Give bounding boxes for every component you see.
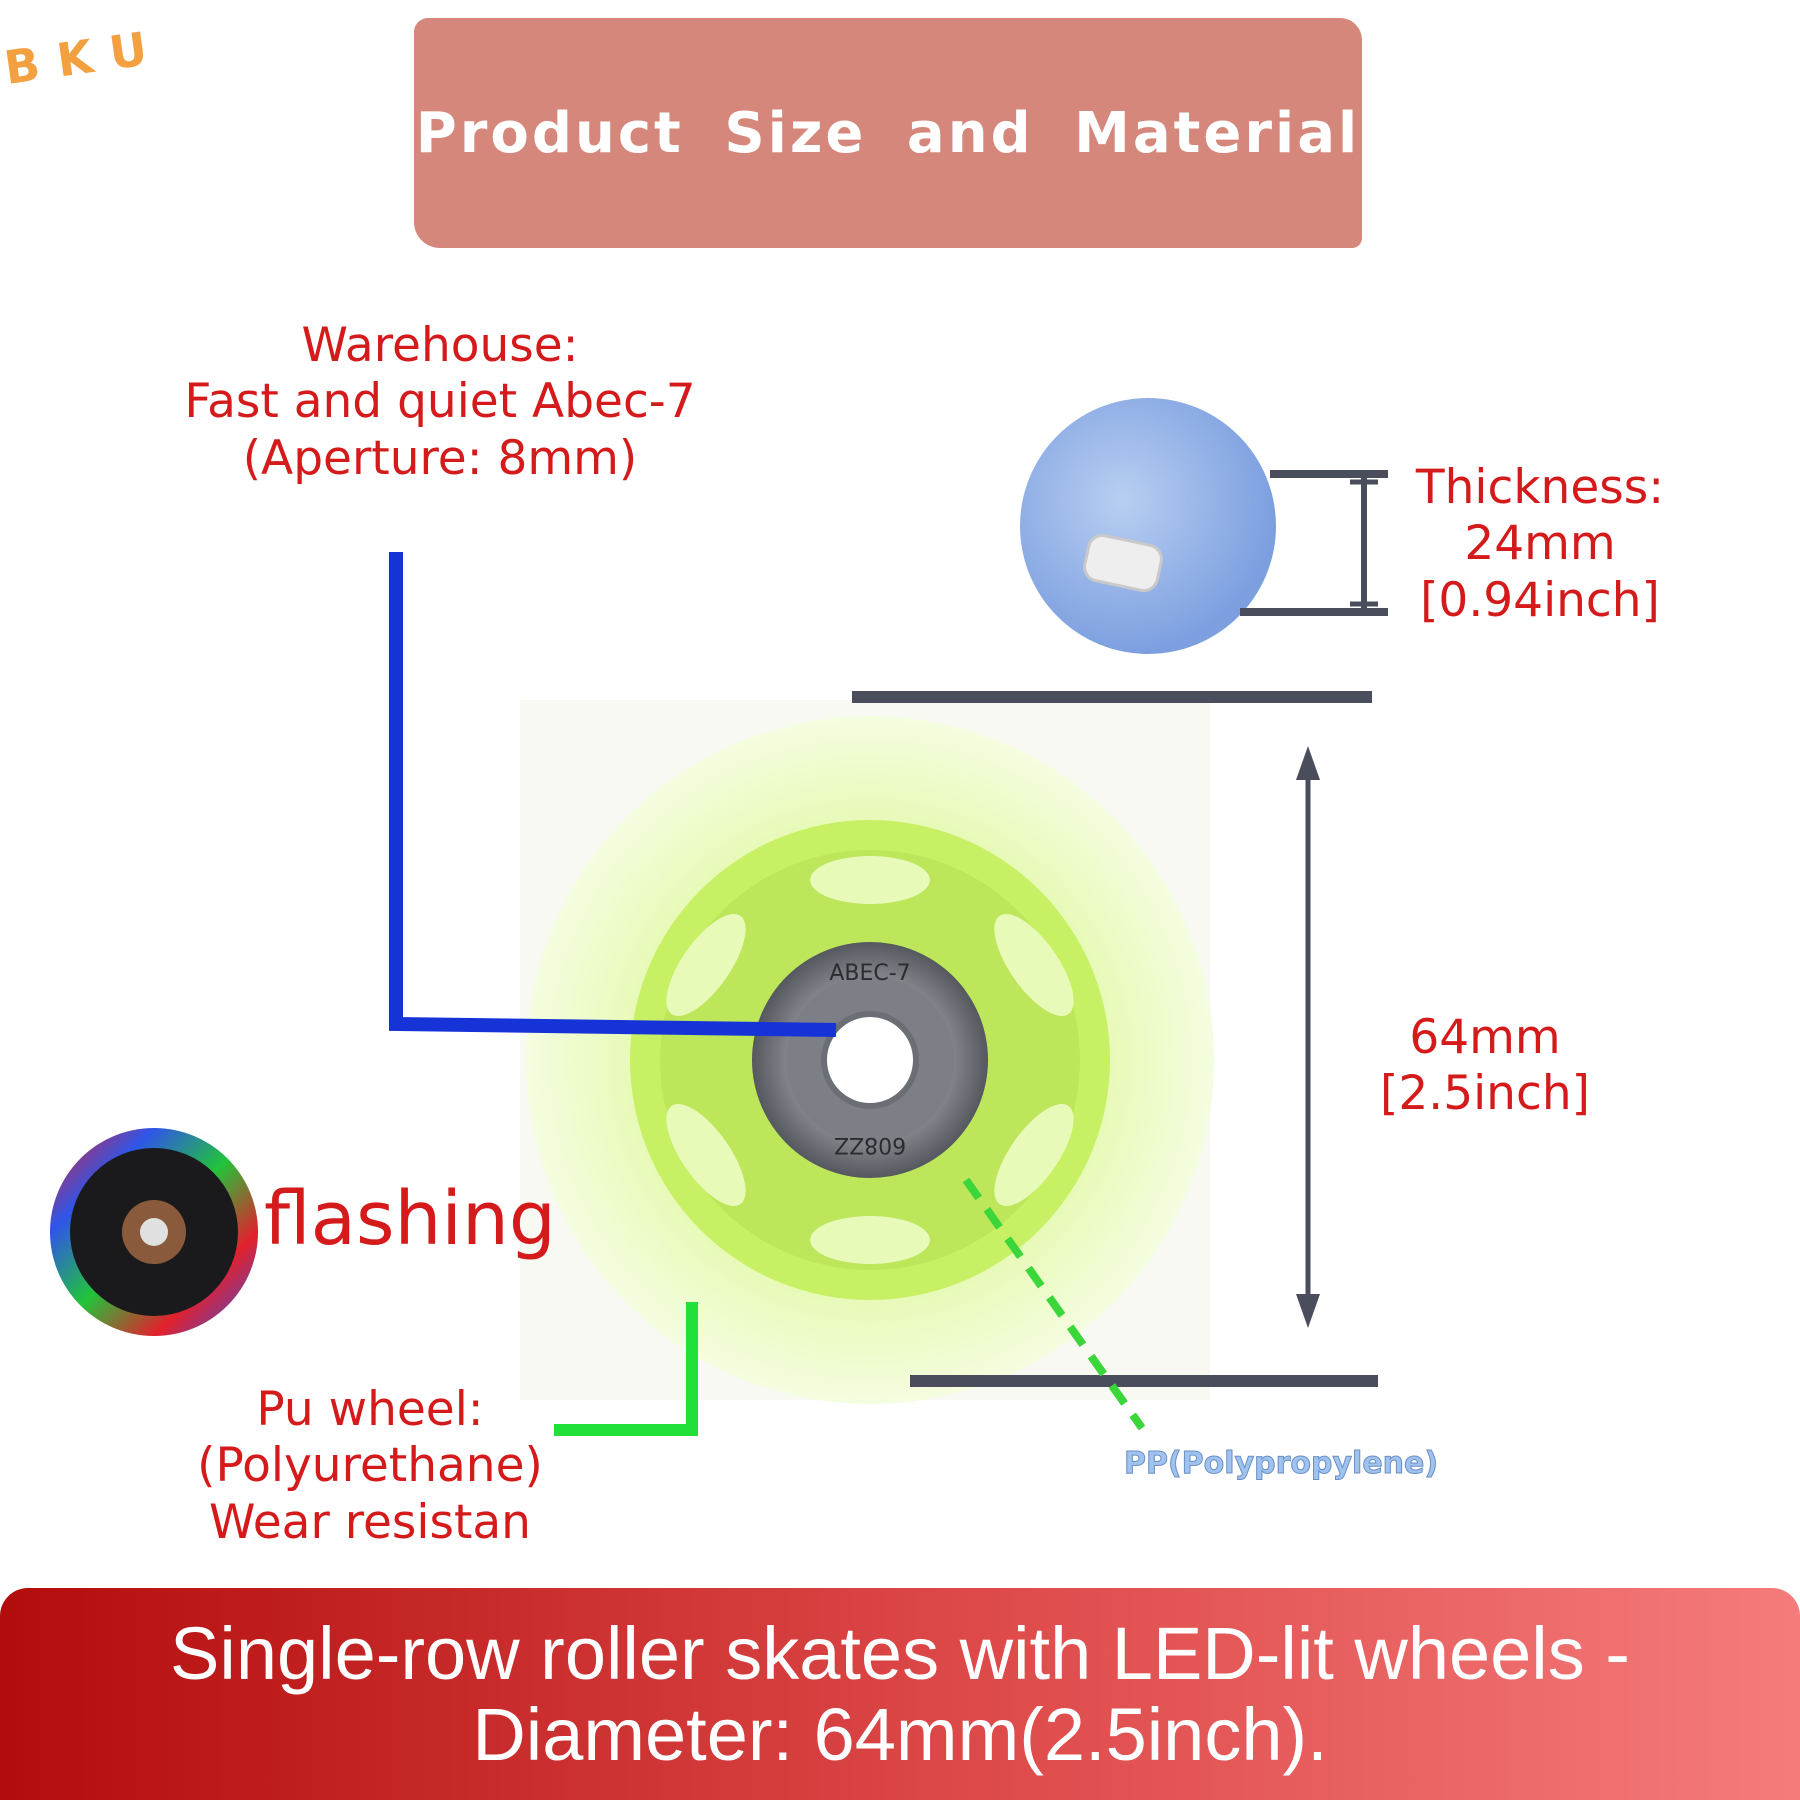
flashing-label: flashing — [264, 1176, 556, 1262]
pu-wheel-callout-material: (Polyurethane) — [197, 1438, 543, 1494]
pu-wheel-callout-feature: Wear resistan — [209, 1494, 531, 1550]
thickness-inset — [1020, 398, 1276, 654]
thickness-inset-image — [1020, 398, 1276, 654]
hub-spoke-cutouts — [666, 856, 1074, 1264]
led-wheel-image — [50, 1128, 258, 1336]
pu-pointer-line — [554, 1302, 698, 1436]
bearing-callout: Warehouse: Fast and quiet Abec-7 (Apertu… — [140, 318, 740, 487]
diameter-callout-inch: [2.5inch] — [1380, 1066, 1590, 1122]
bearing-callout-desc: Fast and quiet Abec-7 — [184, 374, 696, 430]
thickness-callout-mm: 24mm — [1464, 516, 1616, 572]
bearing-print-bottom: 608ZZ — [834, 1132, 906, 1157]
hub-material-label: PP(Polypropylene) — [1123, 1446, 1439, 1482]
title-banner: Product Size and Material — [414, 18, 1362, 248]
footer-line-2: Diameter: 64mm(2.5inch). — [472, 1693, 1328, 1776]
pp-pointer-line — [962, 1177, 1146, 1431]
led-wheel-bore — [140, 1218, 168, 1246]
bearing-callout-title: Warehouse: — [301, 318, 579, 373]
diameter-callout: 64mm [2.5inch] — [1350, 1010, 1620, 1123]
footer-text: Single-row roller skates with LED-lit wh… — [80, 1611, 1720, 1776]
bearing-pointer-line — [389, 552, 837, 1037]
bearing-print-top: ABEC-7 — [829, 961, 910, 986]
bearing-callout-aperture: (Aperture: 8mm) — [242, 430, 638, 486]
footer-line-1: Single-row roller skates with LED-lit wh… — [170, 1611, 1630, 1695]
thickness-callout: Thickness: 24mm [0.94inch] — [1390, 460, 1690, 629]
wheel-edge-detail — [1083, 533, 1163, 593]
diameter-dimension — [852, 691, 1378, 1387]
pu-wheel-callout-title: Pu wheel: — [256, 1382, 484, 1437]
thickness-dimension — [1240, 470, 1388, 616]
thickness-callout-inch: [0.94inch] — [1420, 572, 1660, 628]
thickness-callout-title: Thickness: — [1415, 460, 1665, 515]
footer-banner: Single-row roller skates with LED-lit wh… — [0, 1588, 1800, 1800]
diameter-callout-mm: 64mm — [1409, 1010, 1561, 1065]
wheel-image: ABEC-7 608ZZ — [520, 700, 1214, 1404]
page-title: Product Size and Material — [415, 100, 1361, 166]
bearing-bore — [821, 1011, 919, 1109]
pu-wheel-callout: Pu wheel: (Polyurethane) Wear resistan — [160, 1382, 580, 1551]
